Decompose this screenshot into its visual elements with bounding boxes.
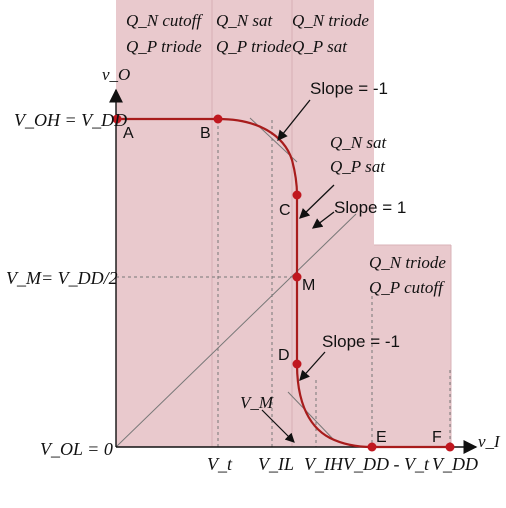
region-left-line1: Q_N cutoff xyxy=(126,11,203,30)
region-mid-line1: Q_N sat xyxy=(216,11,273,30)
point-d-marker xyxy=(292,359,302,369)
region-background-upper xyxy=(116,0,374,447)
unity-slope-line xyxy=(115,213,357,448)
region-center-line2: Q_P sat xyxy=(330,157,386,176)
x-axis-label: v_I xyxy=(478,432,501,451)
arrow-vm xyxy=(261,409,295,443)
arrow-slope-bot xyxy=(299,351,326,381)
region-center-line1: Q_N sat xyxy=(330,133,387,152)
slope-top-label: Slope = -1 xyxy=(310,79,388,98)
x-mark-vih: V_IH xyxy=(304,454,344,474)
x-mark-vil: V_IL xyxy=(258,454,294,474)
point-m-marker xyxy=(292,272,302,282)
point-a-marker xyxy=(112,114,122,124)
point-b-marker xyxy=(213,114,223,124)
arrow-center xyxy=(299,184,335,219)
point-m-label: M xyxy=(302,277,315,294)
x-mark-vddvt: V_DD - V_t xyxy=(343,454,430,474)
point-c-marker xyxy=(292,190,302,200)
region-mid-line2: Q_P triode xyxy=(216,37,292,56)
y-mark-voh: V_OH = V_DD xyxy=(14,110,127,130)
vm-annotation: V_M xyxy=(240,393,274,412)
point-f-label: F xyxy=(432,429,442,446)
y-axis-label: v_O xyxy=(102,65,130,84)
region-background-lower xyxy=(374,245,451,447)
y-mark-vm: V_M= V_DD/2 xyxy=(6,268,118,288)
point-d-label: D xyxy=(278,347,290,364)
point-a-label: A xyxy=(123,125,134,142)
point-b-label: B xyxy=(200,125,211,142)
region-lower-line1: Q_N triode xyxy=(369,253,446,272)
region-lower-line2: Q_P cutoff xyxy=(369,278,445,297)
slope-bot-label: Slope = -1 xyxy=(322,332,400,351)
region-right-line1: Q_N triode xyxy=(292,11,369,30)
point-f-marker xyxy=(445,442,455,452)
y-mark-vol: V_OL = 0 xyxy=(40,439,113,459)
tangent-bottom xyxy=(287,391,335,441)
point-e-label: E xyxy=(376,429,387,446)
arrow-slope-top xyxy=(277,99,311,142)
x-mark-vdd: V_DD xyxy=(432,454,478,474)
point-c-label: C xyxy=(279,202,291,219)
slope-mid-label: Slope = 1 xyxy=(334,198,406,217)
x-mark-vt: V_t xyxy=(207,454,233,474)
point-e-marker xyxy=(367,442,377,452)
region-right-line2: Q_P sat xyxy=(292,37,348,56)
arrow-slope-mid xyxy=(311,211,335,229)
region-left-line2: Q_P triode xyxy=(126,37,202,56)
